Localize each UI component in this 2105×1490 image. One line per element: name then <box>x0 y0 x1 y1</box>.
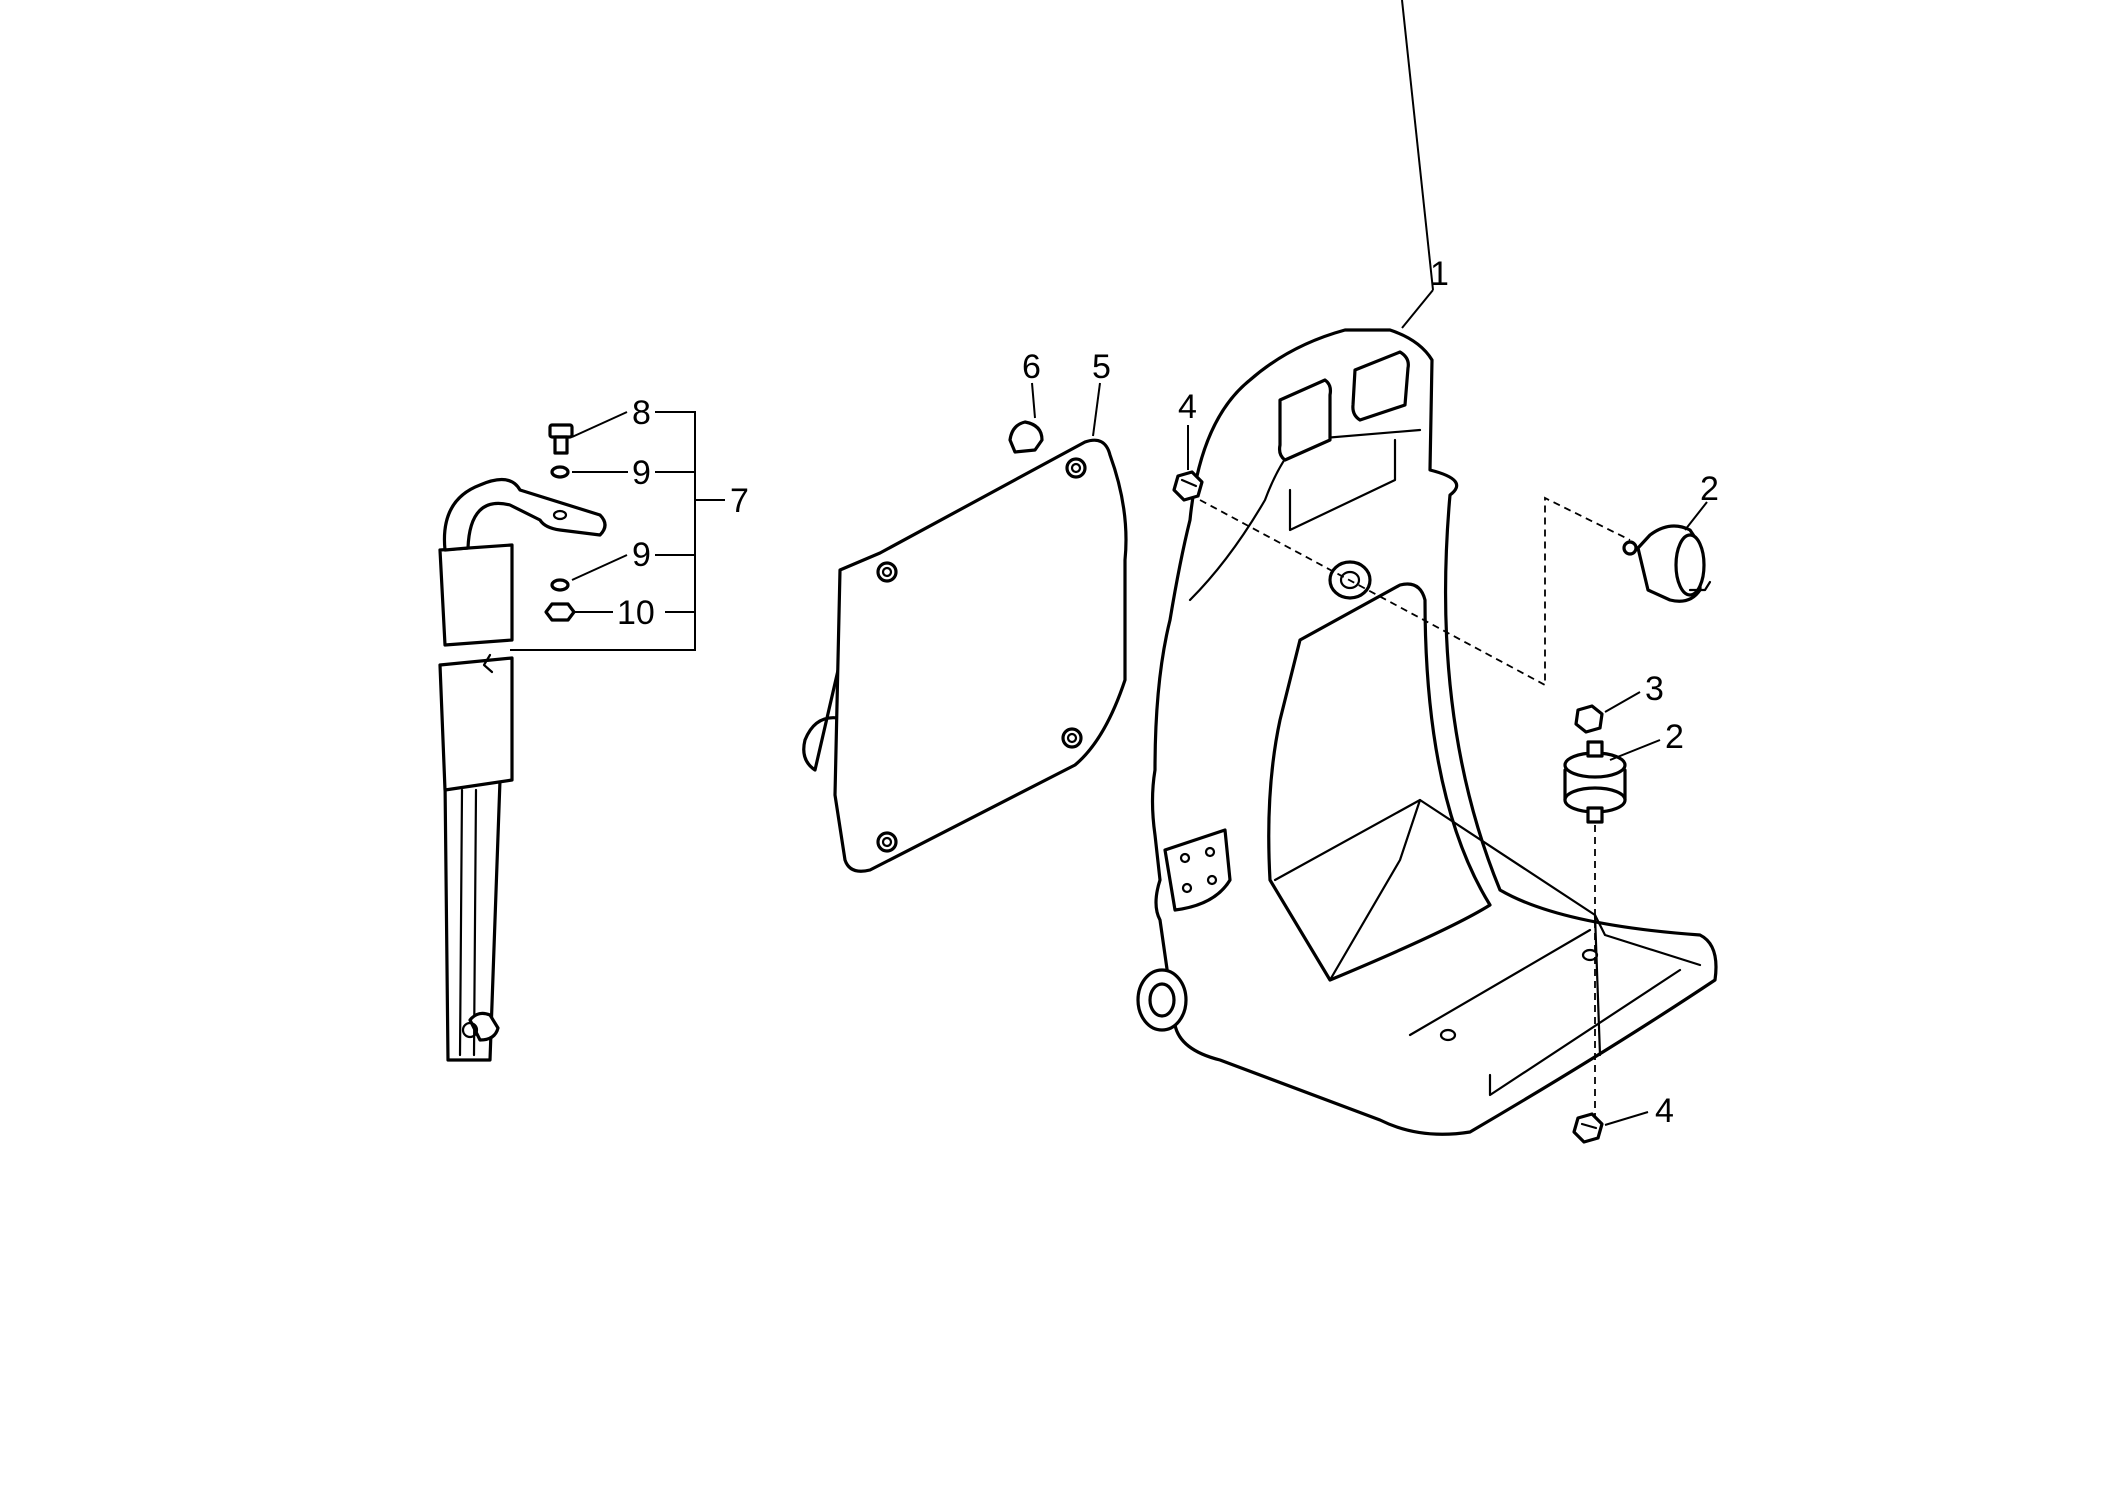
rubber-mount-lower <box>1563 740 1627 824</box>
strap-assembly <box>438 411 725 1062</box>
leader-8 <box>571 411 628 438</box>
callout-9-lower: 9 <box>632 536 651 574</box>
nut-part-10 <box>544 602 576 622</box>
assembly-line-upper <box>1199 496 1631 687</box>
callout-4-upper: 4 <box>1178 388 1197 426</box>
callout-4-lower: 4 <box>1655 1092 1674 1130</box>
callout-8: 8 <box>632 394 651 432</box>
callout-1: 1 <box>1430 255 1449 293</box>
leader-2b <box>1609 739 1661 761</box>
rubber-mount-upper <box>1622 524 1712 603</box>
callout-2-lower: 2 <box>1665 718 1684 756</box>
callout-7: 7 <box>730 482 749 520</box>
leader-9b <box>571 554 628 581</box>
leader-1 <box>1401 0 1434 291</box>
nut-bottom <box>1572 1112 1604 1144</box>
bolt-part-8 <box>548 423 574 455</box>
callout-5: 5 <box>1092 348 1111 386</box>
callout-3: 3 <box>1645 670 1664 708</box>
leader-lines <box>571 0 1708 1126</box>
leader-3 <box>1604 691 1641 713</box>
leader-6 <box>1031 382 1036 419</box>
callout-2-upper: 2 <box>1700 470 1719 508</box>
backpack-frame <box>1136 328 1718 1136</box>
washer-part-9a <box>550 465 570 479</box>
leader-5 <box>1092 382 1101 437</box>
clip-part <box>1008 420 1044 454</box>
callout-6: 6 <box>1022 348 1041 386</box>
washer-part-9b <box>550 578 570 592</box>
callout-10: 10 <box>617 594 655 632</box>
cover-plate <box>802 438 1128 873</box>
callout-9-upper: 9 <box>632 454 651 492</box>
leader-4b <box>1604 1111 1649 1126</box>
leader-2a <box>1684 501 1708 531</box>
nut-top <box>1172 470 1204 502</box>
nut-part-3 <box>1574 704 1604 734</box>
